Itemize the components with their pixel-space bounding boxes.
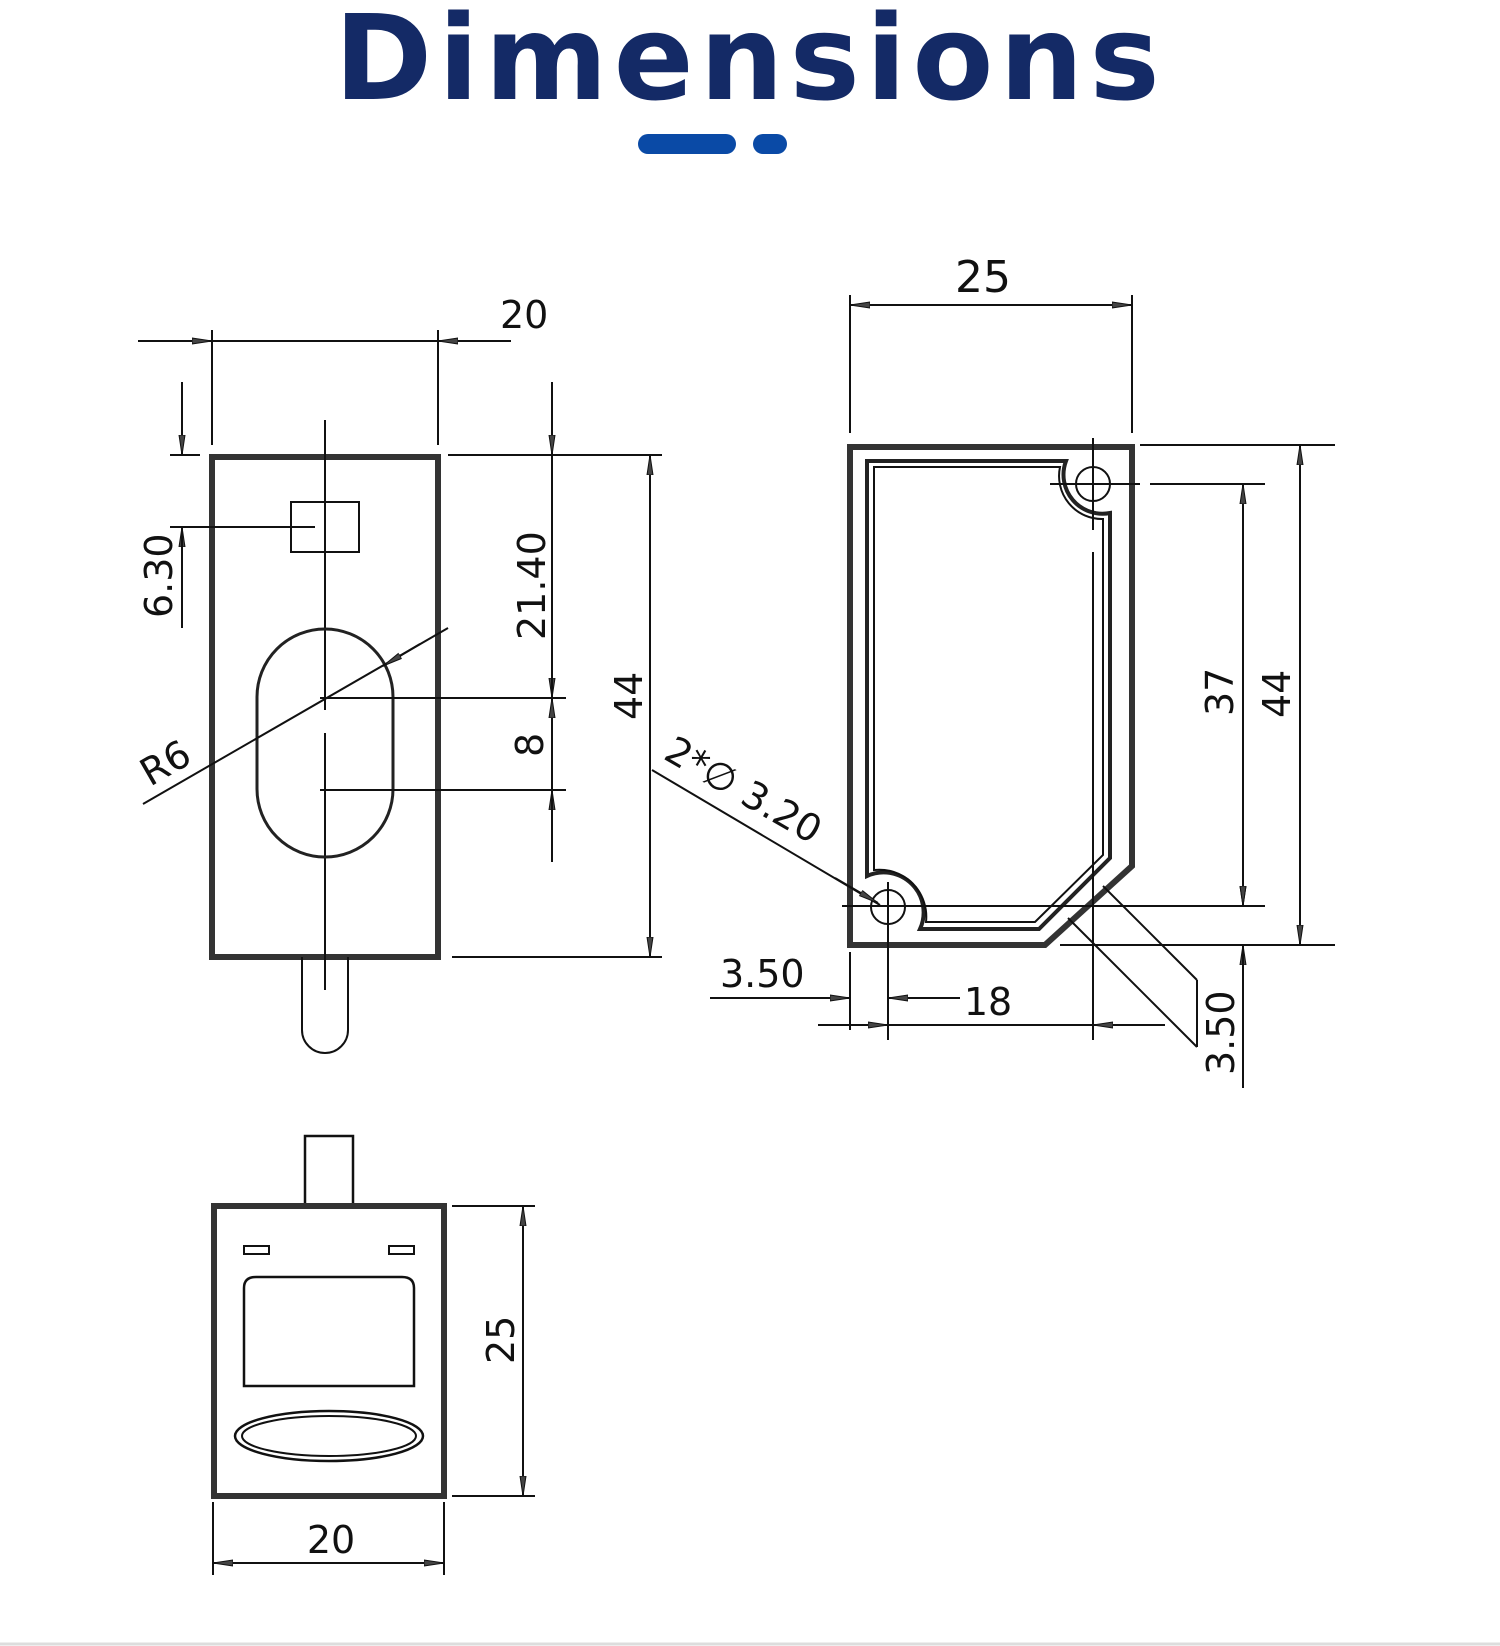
lens-center-offset-label: 21.40 xyxy=(510,531,554,640)
title-underline-long xyxy=(638,134,736,154)
hole-edge-offset-y-label: 3.50 xyxy=(1199,990,1243,1075)
top-width-label: 20 xyxy=(307,1518,355,1562)
side-view: 25 44 37 3.50 2*∅ 3.20 3.50 18 xyxy=(651,252,1335,1088)
slot-right xyxy=(388,1245,415,1255)
led-offset-label: 6.30 xyxy=(137,533,181,618)
top-depth-label: 25 xyxy=(479,1316,523,1364)
side-inner-recess xyxy=(865,459,1112,931)
front-height-label: 44 xyxy=(607,672,651,720)
lens-oval-inner xyxy=(241,1415,417,1457)
side-height-label: 44 xyxy=(1255,670,1299,718)
front-view: 20 6.30 R6 21.40 8 44 xyxy=(133,293,662,1054)
connector-stub xyxy=(303,1134,355,1208)
slot-left xyxy=(243,1245,270,1255)
front-width-label: 20 xyxy=(500,293,548,337)
display-window xyxy=(242,1275,416,1388)
top-view: 25 20 xyxy=(211,1134,535,1575)
title-underline-short xyxy=(753,134,787,154)
mounting-holes-label: 2*∅ 3.20 xyxy=(658,728,830,853)
hole-edge-offset-x-label: 3.50 xyxy=(720,952,805,996)
top-body-outline xyxy=(211,1203,447,1499)
side-width-label: 25 xyxy=(955,252,1011,303)
lens-oval-outer xyxy=(233,1409,425,1463)
lens-radius-label: R6 xyxy=(133,731,199,794)
page-title: Dimensions xyxy=(334,0,1166,127)
side-body-outline xyxy=(847,444,1135,948)
chamfer-start-label: 18 xyxy=(964,980,1012,1024)
cable xyxy=(301,957,349,1054)
hole-spacing-label: 37 xyxy=(1198,668,1242,716)
lens-slot-length-label: 8 xyxy=(508,733,552,757)
